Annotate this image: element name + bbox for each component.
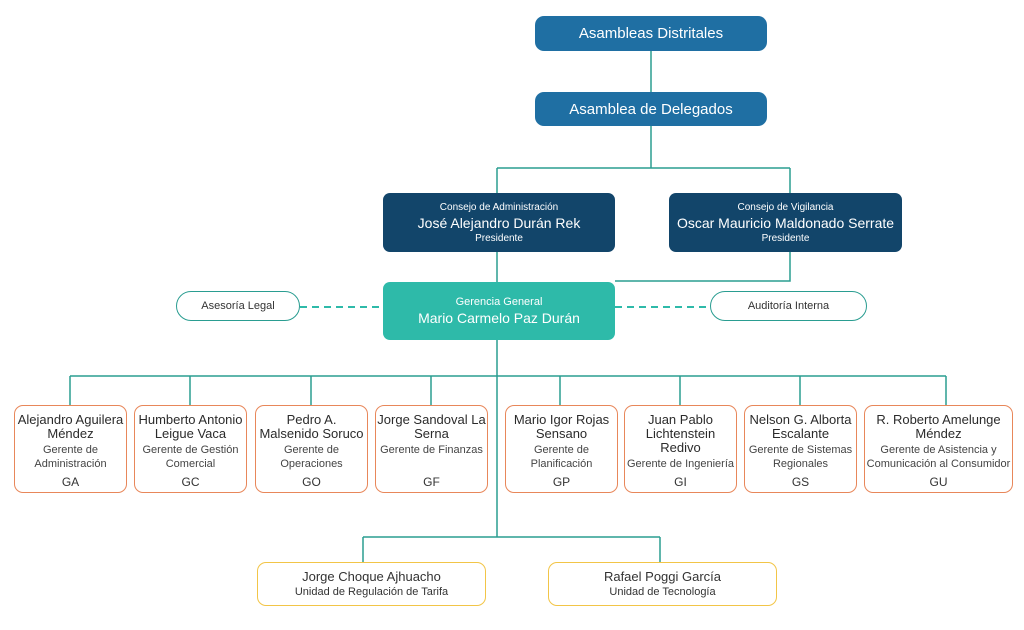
manager-code: GF [423,475,440,489]
manager-code: GU [929,475,948,489]
manager-name: Juan Pablo Lichtenstein Redivo [645,412,716,455]
manager-card-gi: Juan Pablo Lichtenstein Redivo Gerente d… [624,405,737,493]
unit-role: Unidad de Tecnología [609,585,716,598]
manager-card-gu: R. Roberto Amelunge Méndez Gerente de As… [864,405,1013,493]
unit-name: Rafael Poggi García [603,568,722,584]
manager-role: Gerente de Sistemas Regionales [748,444,853,470]
manager-role: Gerente de Gestión Comercial [142,444,239,470]
manager-code: GS [791,475,810,489]
general-management-name: Mario Carmelo Paz Durán [418,310,580,326]
manager-role: Gerente de Administración [34,444,107,470]
manager-card-go: Pedro A. Malsenido Soruco Gerente de Ope… [255,405,368,493]
manager-name: Mario Igor Rojas Sensano [513,412,610,441]
manager-code: GC [181,475,200,489]
manager-code: GI [674,475,687,489]
manager-name: Humberto Antonio Leigue Vaca [138,412,243,441]
admin-council-caption: Consejo de Administración [439,201,559,213]
district-assemblies-box: Asambleas Distritales [535,16,767,51]
unit-card-tariff-regulation: Jorge Choque Ajhuacho Unidad de Regulaci… [257,562,486,606]
oversight-council-box: Consejo de Vigilancia Oscar Mauricio Mal… [669,193,902,252]
manager-role: Gerente de Ingeniería [626,458,735,470]
internal-audit-box: Auditoría Interna [710,291,867,321]
connector-oversight-general [615,252,791,282]
manager-name: Pedro A. Malsenido Soruco [259,412,364,441]
manager-card-ga: Alejandro Aguilera Méndez Gerente de Adm… [14,405,127,493]
admin-council-name: José Alejandro Durán Rek [417,214,581,231]
manager-name: R. Roberto Amelunge Méndez [876,412,1001,441]
general-management-caption: Gerencia General [455,296,543,308]
legal-advisory-label: Asesoría Legal [201,300,275,312]
delegates-assembly-box: Asamblea de Delegados [535,92,767,126]
unit-name: Jorge Choque Ajhuacho [302,568,441,584]
manager-role: Gerente de Planificación [530,444,593,470]
unit-role: Unidad de Regulación de Tarifa [294,585,449,598]
district-assemblies-label: Asambleas Distritales [578,25,724,42]
admin-council-role: Presidente [475,232,523,244]
internal-audit-label: Auditoría Interna [747,300,830,312]
manager-code: GP [552,475,571,489]
legal-advisory-box: Asesoría Legal [176,291,300,321]
manager-card-gs: Nelson G. Alborta Escalante Gerente de S… [744,405,857,493]
manager-role: Gerente de Finanzas [380,444,483,456]
manager-role: Gerente de Asistencia y Comunicación al … [866,444,1011,470]
manager-card-gp: Mario Igor Rojas Sensano Gerente de Plan… [505,405,618,493]
delegates-assembly-label: Asamblea de Delegados [569,100,733,118]
unit-card-technology: Rafael Poggi García Unidad de Tecnología [548,562,777,606]
admin-council-box: Consejo de Administración José Alejandro… [383,193,615,252]
manager-role: Gerente de Operaciones [280,444,343,470]
oversight-council-role: Presidente [761,232,810,244]
manager-code: GA [61,475,80,489]
oversight-council-caption: Consejo de Vigilancia [737,201,834,213]
oversight-council-name: Oscar Mauricio Maldonado Serrate [676,214,895,231]
general-management-box: Gerencia General Mario Carmelo Paz Durán [383,282,615,340]
manager-name: Alejandro Aguilera Méndez [17,412,124,441]
manager-name: Nelson G. Alborta Escalante [749,412,852,441]
manager-code: GO [302,475,321,489]
manager-name: Jorge Sandoval La Serna [377,412,486,441]
manager-card-gc: Humberto Antonio Leigue Vaca Gerente de … [134,405,247,493]
manager-card-gf: Jorge Sandoval La Serna Gerente de Finan… [375,405,488,493]
